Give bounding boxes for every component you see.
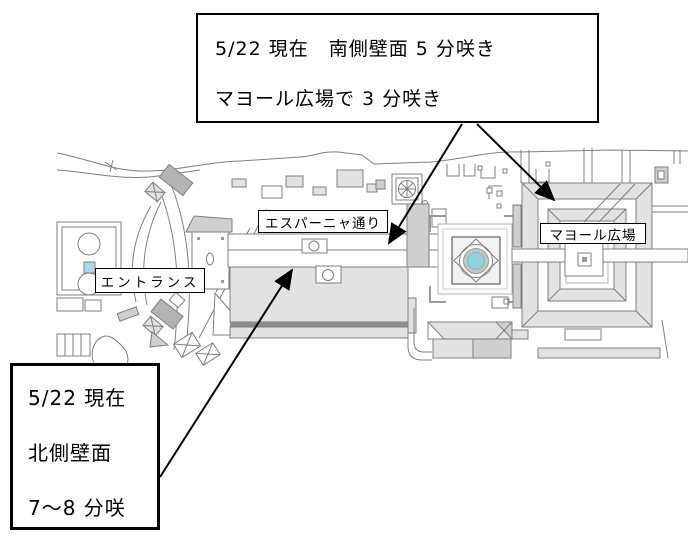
- mayor-plaza-label-text: マヨール広場: [549, 227, 637, 244]
- north-bloom-line1: 5/22 現在: [28, 386, 127, 410]
- north-buildings: [231, 161, 551, 206]
- south-bloom-callout: 5/22 現在 南側壁面 5 分咲き マヨール広場で 3 分咲き: [196, 13, 599, 123]
- arrow-to-street: [387, 123, 463, 245]
- mayor-plaza-structure: [511, 148, 688, 359]
- north-bloom-line3: 7～8 分咲: [28, 496, 126, 520]
- south-bloom-line2: マヨール広場で 3 分咲き: [215, 88, 443, 110]
- espana-street-label-text: エスパーニャ通り: [265, 215, 381, 232]
- bandstand: [564, 241, 604, 277]
- espana-street-label: エスパーニャ通り: [258, 210, 388, 233]
- callout-arrows: [159, 123, 556, 478]
- fountain-plaza: [429, 187, 521, 309]
- arrow-to-plaza: [476, 123, 556, 202]
- mayor-plaza-label: マヨール広場: [540, 223, 646, 244]
- north-bloom-callout: 5/22 現在 北側壁面 7～8 分咲: [10, 363, 160, 530]
- entrance-label: エントランス: [95, 268, 205, 293]
- fountain-water: [467, 252, 485, 270]
- wheel-icon: [391, 173, 423, 205]
- south-bloom-line1: 5/22 現在 南側壁面 5 分咲き: [215, 38, 496, 60]
- map-boundary: [56, 149, 688, 178]
- entrance-label-text: エントランス: [100, 274, 200, 291]
- southeast-buildings: [427, 320, 529, 359]
- pool-marker: [83, 261, 96, 274]
- arrow-to-north-wall: [159, 268, 294, 478]
- north-bloom-line2: 北側壁面: [28, 441, 112, 465]
- curved-walkway: [131, 163, 194, 351]
